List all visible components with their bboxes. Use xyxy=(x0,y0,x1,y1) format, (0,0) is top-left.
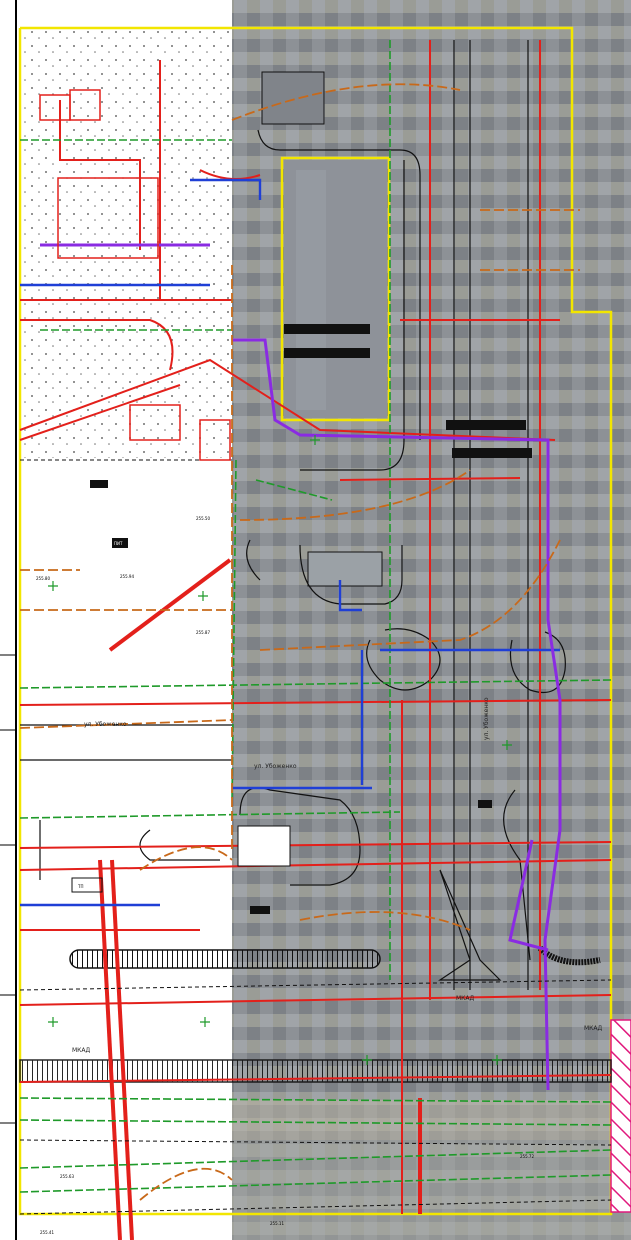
spot-elevation: 255.50 xyxy=(196,516,210,521)
building-boundary xyxy=(280,156,391,422)
aerial-light-strip xyxy=(232,1140,631,1240)
wall-curve xyxy=(537,945,601,966)
spot-elevation: 255.63 xyxy=(60,1174,74,1179)
spot-elevation: 255.80 xyxy=(36,576,50,581)
retaining-wall-top xyxy=(69,949,381,969)
purple-utility-lines xyxy=(40,243,562,1091)
building-top xyxy=(261,71,325,125)
street-label-mkad-right: МКАД xyxy=(584,1025,603,1032)
spot-elevation: 255.94 xyxy=(120,574,134,579)
tp-label: ТП xyxy=(77,884,83,889)
street-label-ubozhenko-mid: ул. Убоженко xyxy=(254,763,297,770)
street-label-ubozhenko-left: ул. Убоженко xyxy=(84,721,127,728)
black-cable-lines xyxy=(19,459,612,1215)
spot-elevation: 255.87 xyxy=(196,630,210,635)
aerial-green-strip xyxy=(232,1100,631,1140)
building-shadow xyxy=(296,170,326,410)
survey-markers xyxy=(48,435,512,1065)
street-label-mkad-mid: МКАД xyxy=(456,995,475,1002)
annotation-tags xyxy=(90,324,532,914)
green-utility-lines xyxy=(19,40,612,1193)
spot-elevation-field xyxy=(20,28,232,458)
left-building-outlines xyxy=(39,89,231,461)
spot-elevation: 255.72 xyxy=(520,1154,534,1159)
street-label-mkad-left: МКАД xyxy=(72,1047,91,1054)
pit-label: ПИТ xyxy=(114,541,123,546)
tp-building xyxy=(71,877,103,893)
street-label-ubozhenko-vertical: ул. Убоженко xyxy=(483,697,490,740)
blue-utility-lines xyxy=(20,178,560,907)
spot-elevation: 255.41 xyxy=(40,1230,54,1235)
pavilion xyxy=(307,551,383,587)
red-utility-lines xyxy=(19,40,612,1214)
kiosk xyxy=(237,825,291,867)
road-outlines xyxy=(20,40,566,990)
orange-utility-lines xyxy=(19,83,580,1201)
hatched-zone xyxy=(610,1019,631,1213)
spot-elevation: 255.11 xyxy=(270,1221,284,1226)
